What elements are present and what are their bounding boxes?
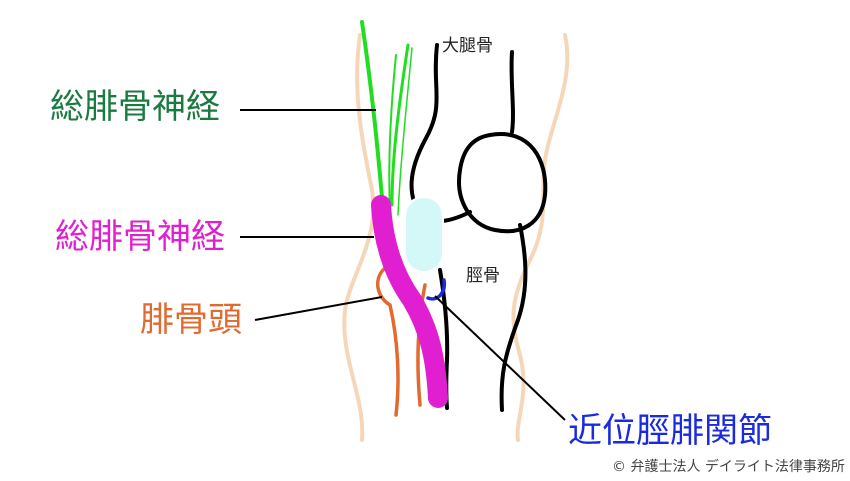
- patella-outline: [457, 132, 548, 234]
- copyright-credit: © 弁護士法人 デイライト法律事務所: [612, 459, 845, 475]
- label-femur: 大腿骨: [442, 36, 493, 56]
- leader-line-fibular-head: [254, 296, 383, 321]
- leader-lines: [240, 109, 566, 421]
- label-common-peroneal-nerve-magenta: 総腓骨神経: [55, 217, 225, 257]
- leader-line-joint: [434, 295, 566, 421]
- common-peroneal-nerve-green: [360, 20, 413, 222]
- fibula-outline: [375, 266, 400, 417]
- common-peroneal-nerve-magenta: [371, 195, 448, 408]
- cartilage: [404, 196, 444, 273]
- tibia-outline: [499, 223, 528, 412]
- label-proximal-tibiofibular-joint: 近位脛腓関節: [568, 411, 772, 451]
- fibula-inner-outline: [416, 283, 427, 407]
- label-fibular-head: 腓骨頭: [140, 300, 242, 340]
- label-common-peroneal-nerve-green: 総腓骨神経: [50, 87, 220, 127]
- tibiofibular-joint-arc: [426, 278, 447, 301]
- label-tibia: 脛骨: [466, 266, 500, 286]
